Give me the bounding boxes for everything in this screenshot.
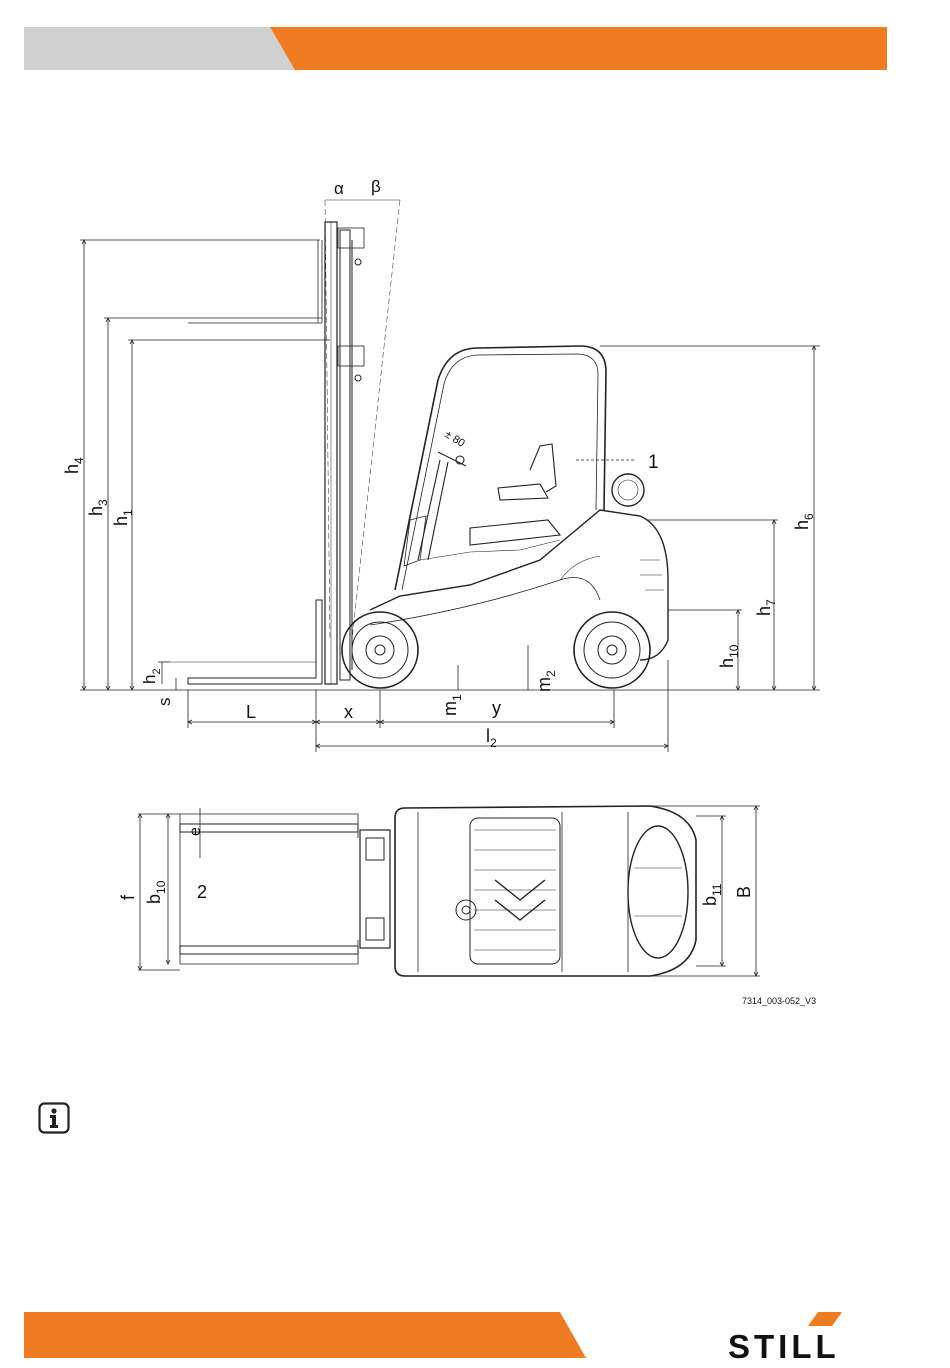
still-logo: STILL <box>724 1310 894 1366</box>
seat-callout-1: 1 <box>648 452 659 473</box>
rear-wheel <box>574 612 650 688</box>
f-label: f <box>118 894 138 900</box>
alpha-label: α <box>334 179 344 198</box>
top-view: f b10 e 2 b11 B 7314_003-052_V3 <box>118 806 816 1006</box>
overhead-guard <box>395 346 606 590</box>
logo-text: STILL <box>728 1328 840 1365</box>
m2-label: m2 <box>534 670 558 692</box>
h6-label: h6 <box>792 513 816 530</box>
h2-label: h2 <box>140 668 163 684</box>
l2-label: l2 <box>486 726 497 750</box>
logo-accent <box>808 1312 842 1326</box>
footer-orange-segment <box>24 1312 586 1358</box>
dimension-lines-right <box>576 346 820 690</box>
B-label: B <box>734 886 754 898</box>
L-label: L <box>246 702 256 722</box>
raised-fork <box>188 240 322 323</box>
figure-code: 7314_003-052_V3 <box>742 996 816 1006</box>
steering-column <box>404 452 466 566</box>
top-lpg-tank <box>628 826 688 958</box>
x-label: x <box>344 702 353 722</box>
info-icon <box>38 1102 70 1134</box>
lowered-fork <box>170 600 322 684</box>
steering-angle-label: ± 80 <box>442 428 466 449</box>
s-label: s <box>155 698 174 707</box>
top-carriage <box>360 830 390 948</box>
m1-label: m1 <box>440 694 464 716</box>
fork-callout-2: 2 <box>197 882 207 902</box>
dimension-lines-bottom <box>188 645 668 752</box>
e-label: e <box>187 827 204 836</box>
h4-label: h4 <box>62 457 86 474</box>
lpg-tank <box>612 474 644 506</box>
top-body-outline <box>395 806 696 976</box>
seat <box>470 444 560 545</box>
h7-label: h7 <box>754 599 778 616</box>
mast <box>325 200 400 684</box>
side-view: α β ± 80 1 h4 h3 h1 h2 s L x m1 <box>62 177 820 752</box>
h3-label: h3 <box>86 499 110 516</box>
y-label: y <box>492 698 501 718</box>
h10-label: h10 <box>717 644 741 668</box>
counterweight-body <box>370 510 668 660</box>
h1-label: h1 <box>111 509 135 526</box>
b11-label: b11 <box>700 883 724 906</box>
beta-label: β <box>371 177 381 196</box>
b10-label: b10 <box>144 880 168 904</box>
dimension-lines-left <box>80 240 330 690</box>
